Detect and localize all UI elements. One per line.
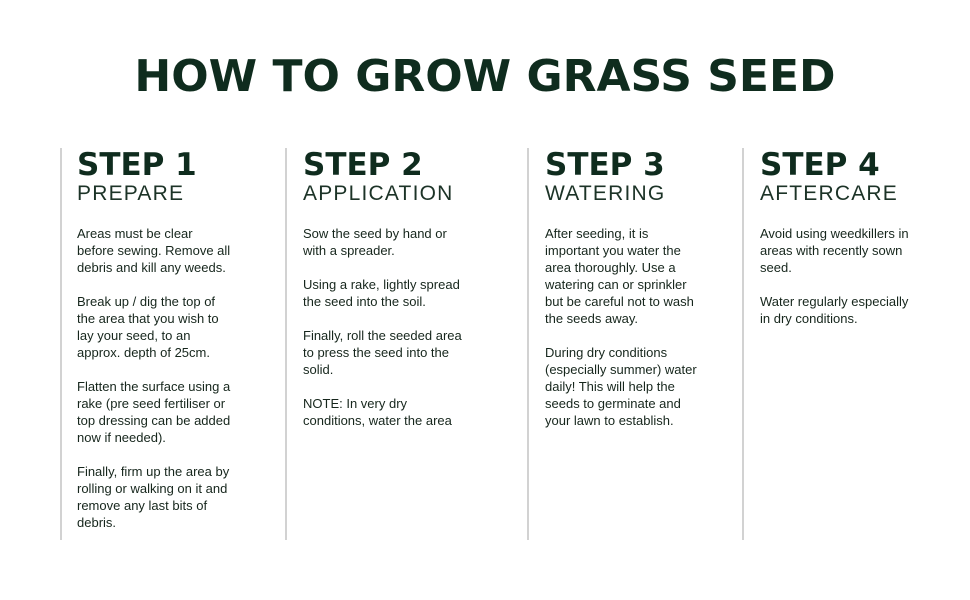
step-paragraph: After seeding, it is important you water…	[545, 226, 694, 326]
step-number: STEP 4	[760, 147, 880, 183]
step-paragraph: Water regularly especially in dry condit…	[760, 294, 909, 326]
step-column-1: STEP 1 PREPARE Areas must be clear befor…	[60, 148, 230, 540]
step-number: STEP 3	[545, 147, 665, 183]
step-paragraph: NOTE: In very dry conditions, water the …	[303, 396, 452, 428]
step-paragraph: Break up / dig the top of the area that …	[77, 294, 219, 360]
step-paragraph: During dry conditions (especially summer…	[545, 345, 697, 428]
step-paragraph: Flatten the surface using a rake (pre se…	[77, 379, 231, 445]
page-title: HOW TO GROW GRASS SEED	[134, 51, 836, 102]
step-number: STEP 2	[303, 147, 423, 183]
step-column-2: STEP 2 APPLICATION Sow the seed by hand …	[285, 148, 462, 540]
step-name: PREPARE	[77, 182, 185, 205]
step-column-3: STEP 3 WATERING After seeding, it is imp…	[527, 148, 697, 540]
step-name: AFTERCARE	[760, 182, 898, 205]
step-paragraph: Finally, firm up the area by rolling or …	[77, 464, 230, 530]
step-number: STEP 1	[77, 147, 197, 183]
step-name: WATERING	[545, 182, 666, 205]
step-paragraph: Sow the seed by hand or with a spreader.	[303, 226, 447, 258]
step-paragraph: Using a rake, lightly spread the seed in…	[303, 277, 460, 309]
step-paragraph: Avoid using weedkillers in areas with re…	[760, 226, 909, 275]
step-paragraph: Finally, roll the seeded area to press t…	[303, 328, 462, 377]
step-name: APPLICATION	[303, 182, 454, 205]
step-paragraph: Areas must be clear before sewing. Remov…	[77, 226, 231, 275]
step-column-4: STEP 4 AFTERCARE Avoid using weedkillers…	[742, 148, 909, 540]
